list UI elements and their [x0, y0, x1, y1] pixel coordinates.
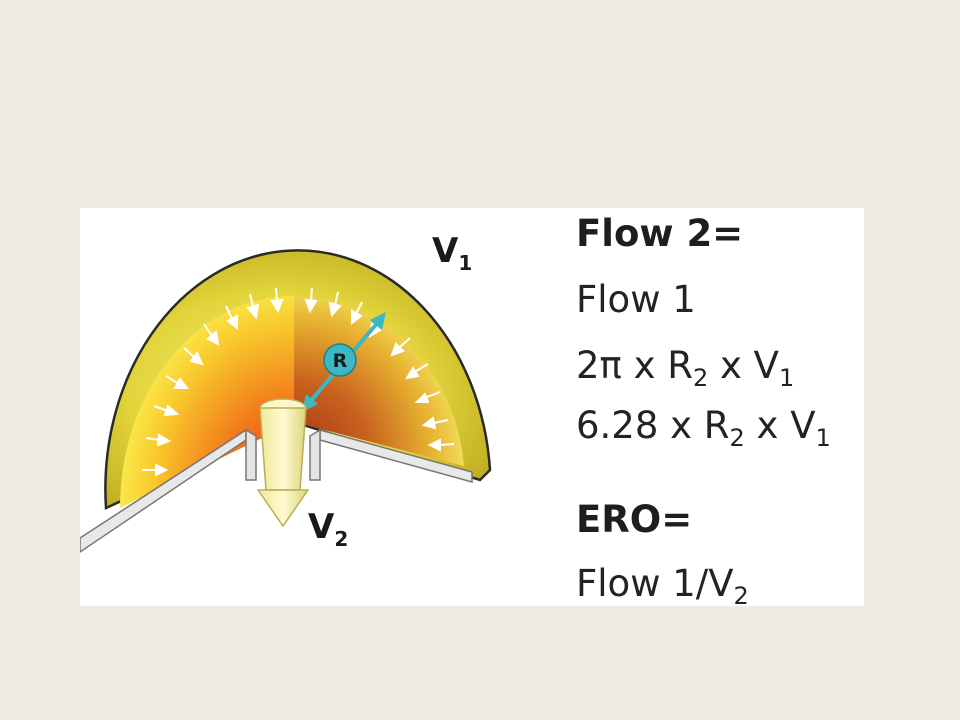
ero-formula-prefix: Flow 1/V [576, 562, 734, 605]
orifice-collar [245, 428, 321, 481]
radius-badge [323, 343, 357, 377]
inflow-arrows [142, 287, 455, 477]
radius-label: R [333, 350, 348, 372]
ero-formula-subscript: 2 [733, 582, 749, 606]
content-panel: R V1 V2 Flow 2= Flow 1 2π x R2 x V1 6.28… [80, 208, 864, 606]
ero-formula-line: Flow 1/V2 [576, 562, 749, 606]
formula-panel: Flow 2= Flow 1 2π x R2 x V1 6.28 x R2 x … [576, 208, 864, 606]
flow1-line: Flow 1 [576, 278, 696, 321]
formula-628-r-subscript: 2 [729, 424, 745, 452]
formula-628-prefix: 6.28 x R [576, 404, 730, 447]
formula-2pi-line: 2π x R2 x V1 [576, 344, 794, 392]
flow-convergence-diagram: R V1 V2 [80, 231, 492, 553]
formula-2pi-prefix: 2π x R [576, 344, 693, 387]
label-v1: V1 [432, 231, 472, 275]
formula-628-mid: x V [744, 404, 816, 447]
jet-flow [256, 398, 310, 528]
formula-628-line: 6.28 x R2 x V1 [576, 404, 831, 452]
radius-arrow [302, 312, 386, 412]
ero-heading: ERO= [576, 498, 693, 541]
formula-2pi-r-subscript: 2 [692, 364, 709, 392]
inner-hemisphere-right [294, 296, 464, 466]
formula-628-v-subscript: 1 [815, 424, 831, 452]
inner-hemisphere-left [120, 295, 294, 508]
flow2-heading: Flow 2= [576, 212, 744, 255]
formula-2pi-v-subscript: 1 [778, 364, 795, 392]
formula-2pi-mid: x V [708, 344, 779, 387]
label-v2: V2 [308, 507, 348, 551]
